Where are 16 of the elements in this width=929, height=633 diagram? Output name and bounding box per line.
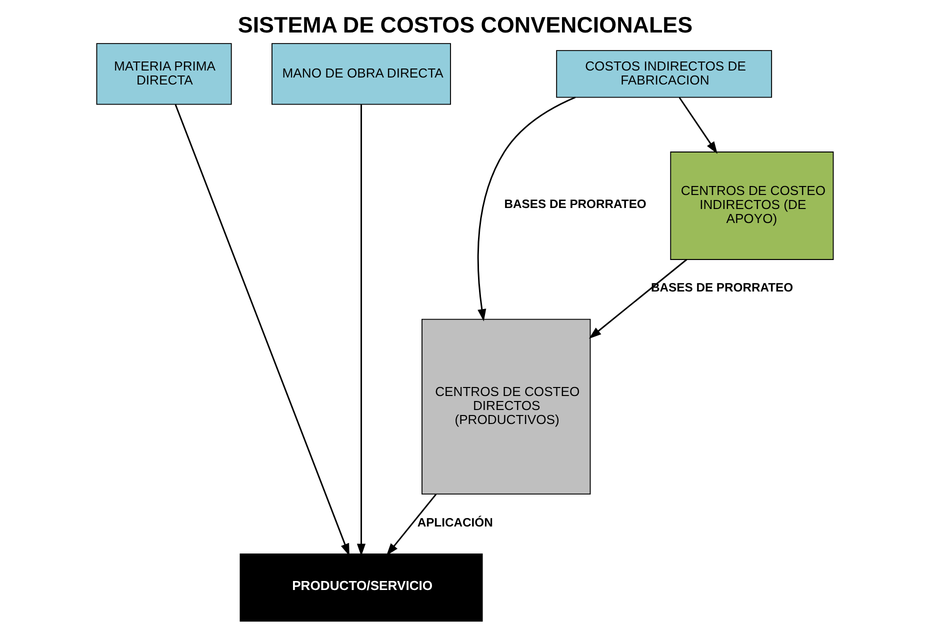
edge-label: BASES DE PRORRATEO bbox=[650, 280, 793, 295]
arrow bbox=[678, 97, 717, 154]
node-box: MATERIA PRIMA DIRECTA bbox=[96, 43, 232, 105]
node-box: PRODUCTO/SERVICIO bbox=[239, 553, 482, 622]
node-box: CENTROS DE COSTEO INDIRECTOS (DE APOYO) bbox=[670, 152, 834, 260]
node-box: CENTROS DE COSTEO DIRECTOS (PRODUCTIVOS) bbox=[421, 318, 590, 495]
arrow bbox=[356, 104, 366, 556]
arrow bbox=[386, 494, 436, 556]
node-box: MANO DE OBRA DIRECTA bbox=[271, 43, 450, 105]
diagram-title: SISTEMA DE COSTOS CONVENCIONALES bbox=[237, 12, 692, 38]
node-box: COSTOS INDIRECTOS DE FABRICACION bbox=[556, 50, 772, 98]
edge-label: BASES DE PRORRATEO bbox=[504, 196, 646, 211]
arrow bbox=[588, 258, 687, 339]
edge-label: APLICACIÓN bbox=[416, 515, 492, 530]
arrow bbox=[476, 96, 576, 322]
arrow bbox=[174, 104, 349, 556]
